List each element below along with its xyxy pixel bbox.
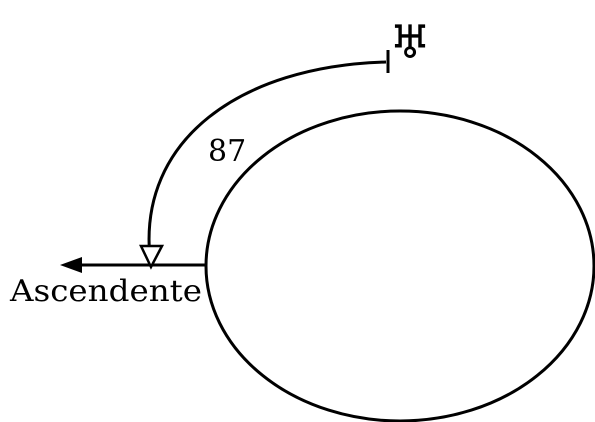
arc-end-arrowhead xyxy=(139,244,165,270)
ascendant-label: Ascendente xyxy=(9,274,202,309)
horizon-ellipse xyxy=(204,109,595,422)
uranus-symbol-icon: ♅ xyxy=(389,15,430,69)
ascendant-arrowhead xyxy=(60,257,82,273)
aspect-arc xyxy=(147,60,387,259)
arc-degree-label: 87 xyxy=(208,134,246,169)
